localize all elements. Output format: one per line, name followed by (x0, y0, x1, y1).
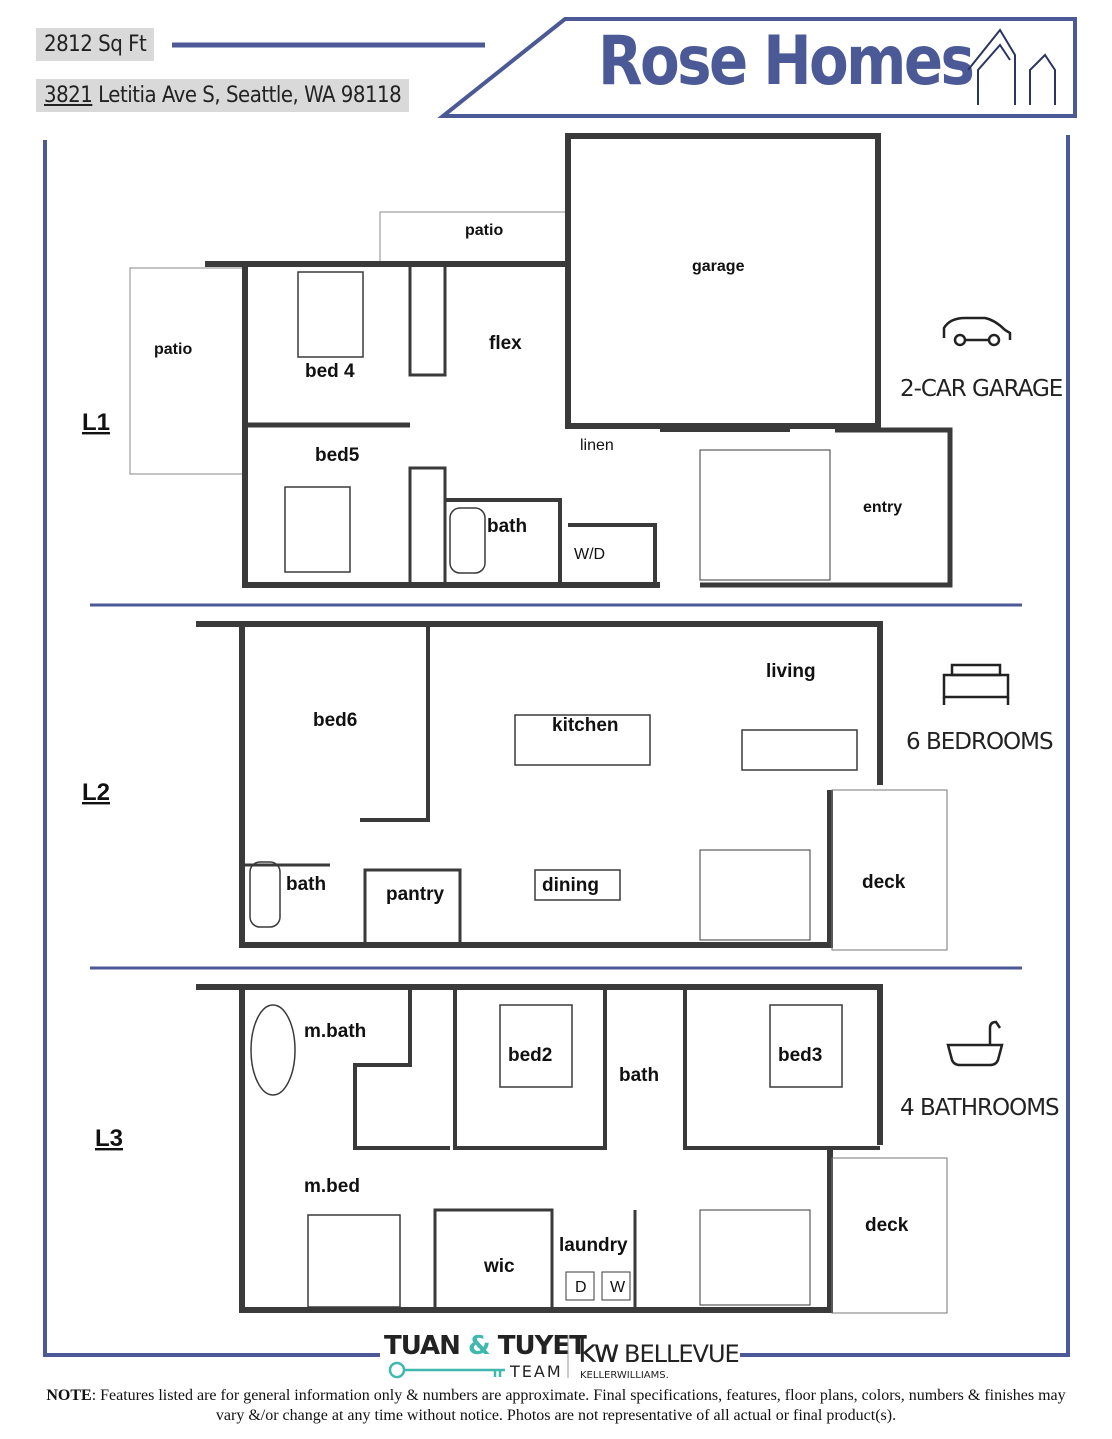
washer-label: W (610, 1279, 626, 1296)
level-label-l1: L1 (82, 409, 110, 436)
room-deck-l2: deck (862, 872, 906, 893)
address-street: Letitia Ave S, Seattle, WA 98118 (92, 83, 402, 108)
bathtub-icon (946, 1020, 1004, 1067)
svg-text:TUAN & TUYET: TUAN & TUYET (384, 1331, 587, 1361)
room-garage: garage (692, 258, 745, 275)
room-bath-l2: bath (286, 874, 326, 895)
kw-logo: kw BELLEVUE KELLERWILLIAMS. (578, 1332, 740, 1381)
level-3-plan (196, 984, 948, 1314)
header-frame (172, 17, 1077, 118)
level-label-l2: L2 (82, 779, 110, 806)
room-living: living (766, 661, 816, 682)
address-label: 3821 Letitia Ave S, Seattle, WA 98118 (36, 79, 410, 112)
dryer-label: D (575, 1279, 587, 1296)
level-1-plan (129, 133, 953, 588)
page-frame (43, 135, 1070, 1357)
room-wic: wic (483, 1256, 515, 1277)
room-wd: W/D (574, 546, 605, 563)
room-bed5: bed5 (315, 445, 360, 466)
team-amp: & (468, 1331, 490, 1361)
room-bed4: bed 4 (305, 361, 355, 382)
note-label: NOTE (46, 1387, 92, 1404)
kw-sub: KELLERWILLIAMS. (580, 1370, 669, 1381)
room-kitchen: kitchen (552, 715, 619, 736)
room-laundry: laundry (559, 1235, 628, 1256)
address-number: 3821 (44, 83, 93, 108)
team-name-2: TUYET (498, 1331, 587, 1361)
room-mbath: m.bath (304, 1021, 366, 1042)
brand-title: Rose Homes (598, 22, 975, 101)
bed-icon (942, 663, 1010, 705)
room-linen: linen (580, 437, 614, 454)
feature-garage: 2-CAR GARAGE (900, 376, 1063, 402)
house-logo-icon (967, 28, 1056, 105)
kw-office: BELLEVUE (624, 1340, 739, 1368)
room-bed6: bed6 (313, 710, 357, 731)
room-flex: flex (489, 333, 522, 354)
team-word: TEAM (509, 1362, 563, 1381)
sqft-label: 2812 Sq Ft (36, 28, 155, 61)
level-2-plan (196, 621, 948, 951)
room-entry: entry (863, 499, 902, 516)
room-deck-l3: deck (865, 1215, 909, 1236)
room-patio-left: patio (154, 341, 192, 358)
kw-mark: kw (578, 1332, 619, 1370)
team-logo: TUAN & TUYET TEAM (384, 1331, 588, 1381)
car-icon (942, 316, 1012, 347)
room-dining: dining (542, 875, 599, 896)
feature-bathrooms: 4 BATHROOMS (900, 1095, 1059, 1121)
room-patio-top: patio (465, 222, 503, 239)
room-mbed: m.bed (304, 1176, 360, 1197)
room-bed2: bed2 (508, 1045, 552, 1066)
key-icon (388, 1361, 505, 1379)
feature-bedrooms: 6 BEDROOMS (906, 729, 1053, 755)
note-text: : Features listed are for general inform… (91, 1387, 1066, 1424)
room-bath-l3: bath (619, 1065, 659, 1086)
room-bath-l1: bath (487, 516, 527, 537)
disclaimer-note: NOTE: Features listed are for general in… (40, 1386, 1072, 1426)
team-name-1: TUAN (384, 1331, 460, 1361)
room-bed3: bed3 (778, 1045, 822, 1066)
room-pantry: pantry (386, 884, 445, 905)
level-label-l3: L3 (95, 1125, 123, 1152)
